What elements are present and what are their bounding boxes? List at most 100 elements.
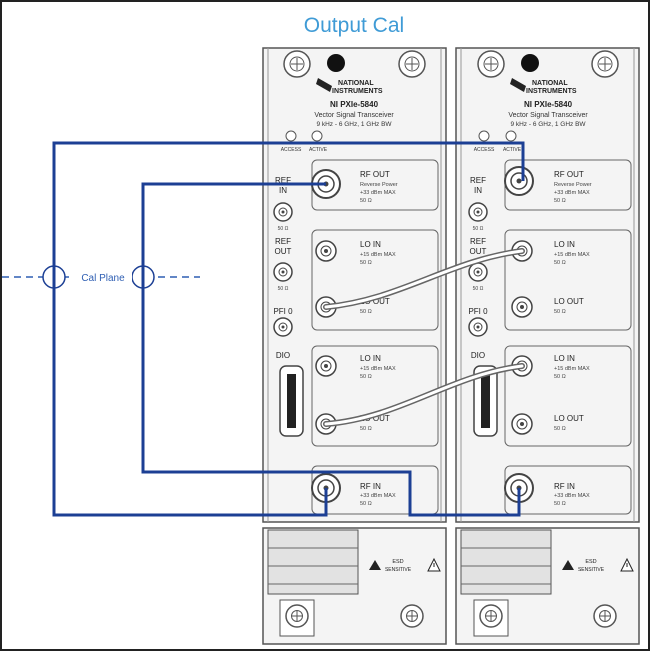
rf-in-sub1: +33 dBm MAX [554, 493, 590, 499]
lo-in-1-label: LO IN [554, 240, 575, 249]
ref-out-label-line1: REF [275, 237, 291, 246]
pfi-connector-icon [468, 317, 488, 337]
rf-in-sub1: +33 dBm MAX [360, 493, 396, 499]
module-subtitle2: 9 kHz - 6 GHz, 1 GHz BW [316, 121, 392, 128]
ref-out-label-line2: OUT [275, 247, 292, 256]
ref-in-label-line1: REF [470, 176, 486, 185]
module-2: NATIONAL INSTRUMENTS NI PXIe-5840 Vector… [455, 47, 640, 645]
lo-out-1-sub1: 50 Ω [554, 309, 566, 315]
ref-out-connector-icon [273, 262, 293, 282]
led-active-label: ACTIVE [309, 147, 328, 153]
lo-out-1-label: LO OUT [554, 297, 584, 306]
ref-out-impedance: 50 Ω [473, 286, 484, 292]
rf-out-label: RF OUT [554, 170, 584, 179]
ref-out-label-line1: REF [470, 237, 486, 246]
lo-out-1-sub1: 50 Ω [360, 309, 372, 315]
lo-section-2 [311, 345, 439, 447]
module-subtitle1: Vector Signal Transceiver [508, 112, 588, 119]
active-led-icon [505, 130, 517, 142]
screw-icon [283, 50, 311, 78]
ref-in-connector-icon [273, 202, 293, 222]
screw-icon [477, 50, 505, 78]
lo-coax-cables [323, 248, 525, 427]
ref-out-impedance: 50 Ω [278, 286, 289, 292]
screw-icon [591, 50, 619, 78]
rf-out-sub2: +33 dBm MAX [360, 190, 396, 196]
ref-in-label-line2: IN [474, 186, 482, 195]
module-1: NATIONAL INSTRUMENTS NI PXIe-5840 Vector… [262, 47, 447, 645]
rf-out-sub2: +33 dBm MAX [554, 190, 590, 196]
cal-cables [52, 141, 525, 517]
screw-icon [479, 604, 503, 628]
module-subtitle1: Vector Signal Transceiver [314, 112, 394, 119]
lo-section-1 [311, 229, 439, 331]
black-dot-icon [327, 54, 345, 72]
module-subtitle2: 9 kHz - 6 GHz, 1 GHz BW [510, 121, 586, 128]
lo-cable-2-core [324, 364, 524, 426]
brand-line2: INSTRUMENTS [526, 88, 577, 95]
lo-out-2-label: LO OUT [554, 414, 584, 423]
dio-label: DIO [276, 351, 290, 360]
led-access-label: ACCESS [474, 147, 495, 153]
ref-in-impedance: 50 Ω [278, 226, 289, 232]
ni-eagle-logo-icon [510, 78, 526, 92]
screw-icon [593, 604, 617, 628]
active-led-icon [311, 130, 323, 142]
access-led-icon [478, 130, 490, 142]
module-model: NI PXIe-5840 [330, 100, 379, 109]
lo-section-1 [504, 229, 632, 331]
rf-out-sub1: Reverse Power [360, 182, 398, 188]
brand-line1: NATIONAL [532, 80, 568, 87]
access-led-icon [285, 130, 297, 142]
cal-plane-label-bg [74, 270, 132, 284]
warning-triangle-icon [620, 557, 634, 572]
rf-out-connector-icon [504, 166, 534, 196]
lo-in-1-label: LO IN [360, 240, 381, 249]
esd-label-1: ESD [585, 559, 596, 565]
diagram-title: Output Cal [304, 14, 404, 37]
lo-in-2-sub1: +15 dBm MAX [554, 366, 590, 372]
lo-in-1-sub1: +15 dBm MAX [554, 252, 590, 258]
rf-out-sub1: Reverse Power [554, 182, 592, 188]
warning-triangle-icon [427, 557, 441, 572]
brand-line2: INSTRUMENTS [332, 88, 383, 95]
module-faceplate [455, 47, 640, 523]
lo-out-2-sub1: 50 Ω [554, 426, 566, 432]
lo-out-1-label: LO OUT [360, 297, 390, 306]
esd-hand-icon [369, 560, 381, 570]
esd-label-2: SENSITIVE [385, 567, 412, 573]
lo-in-2-sub2: 50 Ω [554, 374, 566, 380]
cal-plane-label: Cal Plane [81, 273, 125, 284]
module-model: NI PXIe-5840 [524, 100, 573, 109]
lo-in-2-sub1: +15 dBm MAX [360, 366, 396, 372]
lo-in-2-label: LO IN [360, 354, 381, 363]
ref-in-impedance: 50 Ω [473, 226, 484, 232]
screw-icon [398, 50, 426, 78]
led-access-label: ACCESS [281, 147, 302, 153]
rf-out-sub3: 50 Ω [554, 198, 566, 204]
rf-in-label: RF IN [360, 482, 381, 491]
lo-in-2-label: LO IN [554, 354, 575, 363]
lo-section-2 [504, 345, 632, 447]
esd-hand-icon [562, 560, 574, 570]
pfi-connector-icon [273, 317, 293, 337]
brand-line1: NATIONAL [338, 80, 374, 87]
lo-in-1-connector-icon [315, 240, 337, 262]
cal-cable-inner [141, 182, 521, 517]
esd-label-1: ESD [392, 559, 403, 565]
esd-label-2: SENSITIVE [578, 567, 605, 573]
black-dot-icon [521, 54, 539, 72]
dio-label: DIO [471, 351, 485, 360]
lo-cable-1-core [324, 249, 524, 309]
ref-in-label-line1: REF [275, 176, 291, 185]
lo-out-2-connector-icon [511, 413, 533, 435]
lo-in-1-sub2: 50 Ω [554, 260, 566, 266]
screw-icon [285, 604, 309, 628]
screw-icon [400, 604, 424, 628]
dio-port-icon [279, 365, 304, 437]
pfi-label: PFI 0 [273, 307, 293, 316]
ni-eagle-logo-icon [316, 78, 332, 92]
